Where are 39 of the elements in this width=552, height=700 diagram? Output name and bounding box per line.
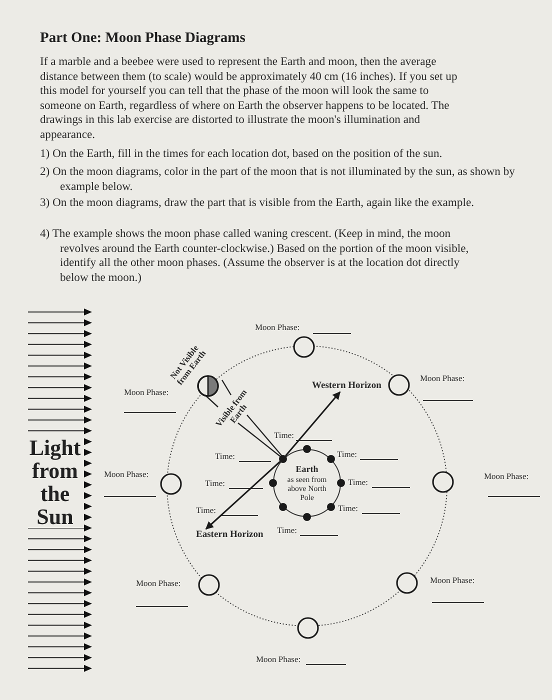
field-label: Time: [338,503,358,513]
instruction-text: 4) The example shows the moon phase called waning crescent. (Keep in mind, the moon revolves around the Earth counter-clockwise.) Based on the portion of the moon visible, identify all the other moon phases. (Assume the observer is at the location dot directly below the moon.) [40,227,470,286]
moon-circle [388,374,410,396]
horizon-label: Eastern Horizon [196,530,264,540]
location-dot [337,479,345,487]
moon-circle [197,375,219,397]
field-label: Time: [196,505,216,515]
moon-circle [432,471,454,493]
instruction-text: 3) On the moon diagrams, draw the part that is visible from the Earth, again like the example. [40,196,475,211]
field-label: Time: [277,525,298,535]
field-label: Moon Phase: [104,469,149,479]
instruction-text: 2) On the moon diagrams, color in the part of the moon that is not illuminated by the sun, as shown by example below. [40,165,516,194]
location-dot [303,513,311,521]
moon-circle [297,617,319,639]
location-dot [303,445,311,453]
paragraph: If a marble and a beebee were used to represent the Earth and moon, then the average distance between them (to scale) would be approximately 40 cm (16 inches). If you set up this model for yourself you can tell that the phase of the moon will look the same to someone on Earth, regardless of where on Earth the observer happens to be located. The drawings in this lab exercise are distorted to illustrate the moon's illumination and appearance. [40,55,458,143]
horizon-label: Western Horizon [312,381,382,391]
field-label: Time: [205,478,226,488]
field-label: Moon Phase: [420,373,465,383]
moon-circle [293,336,315,358]
page-title: Part One: Moon Phase Diagrams [40,30,246,47]
moon-circle [396,572,418,594]
earth-heading: Earth [296,464,318,475]
moon-circle [160,473,182,495]
horizon-arrow [284,391,341,456]
field-label: Time: [274,430,294,440]
horizon-arrow [205,461,281,530]
instruction-text: 1) On the Earth, fill in the times for each location dot, based on the position of the sun. [40,147,444,162]
field-label: Moon Phase: [255,322,300,332]
field-label: Moon Phase: [124,387,169,397]
field-label: Time: [348,477,368,487]
field-label: Moon Phase: [430,575,475,585]
field-label: Moon Phase: [136,578,181,588]
field-label: Time: [337,449,358,459]
field-label: Time: [215,451,236,461]
location-dot [269,479,277,487]
field-label: Moon Phase: [484,471,529,481]
field-label: Moon Phase: [256,654,301,664]
moon-circle [198,574,220,596]
